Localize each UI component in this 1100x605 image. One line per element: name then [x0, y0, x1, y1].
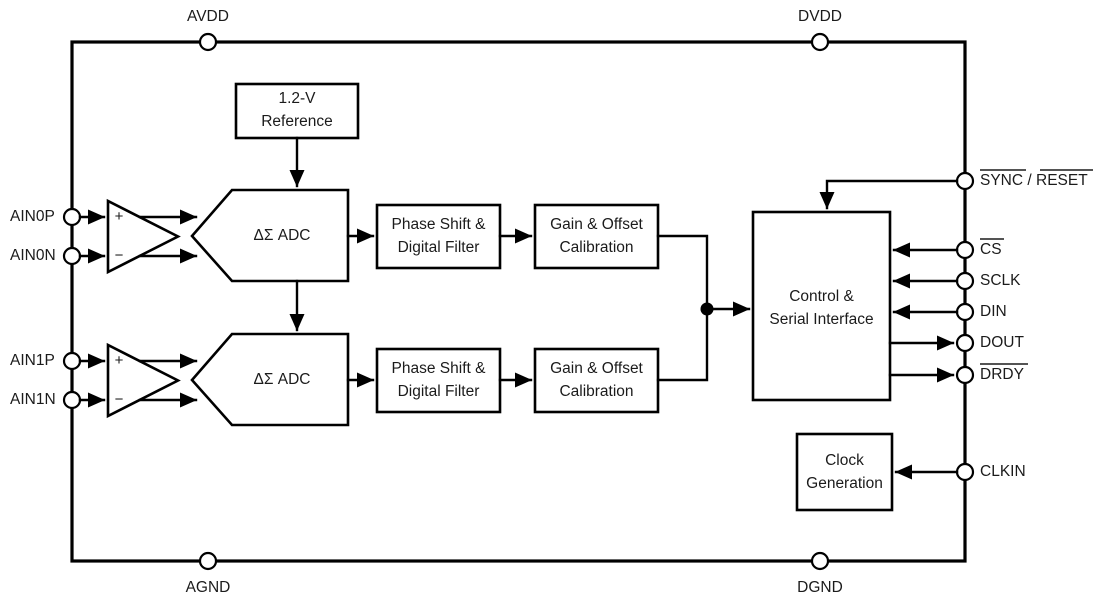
pin-label-cs: CS	[980, 238, 1004, 258]
cal1-label-line2: Calibration	[559, 383, 633, 400]
pin-ain0p[interactable]	[62, 207, 82, 227]
pin-label-drdy: DRDY	[980, 363, 1028, 383]
pin-cs[interactable]	[955, 240, 975, 260]
reset-label-text: RESET	[1036, 172, 1088, 189]
pin-drdy[interactable]	[955, 365, 975, 385]
wire-cal0-to-bus	[656, 234, 709, 311]
input-amplifier-0	[106, 198, 181, 275]
amp1-plus-sign: +	[115, 352, 124, 369]
calibration-block-0	[533, 203, 660, 270]
reference-label-line2: Reference	[261, 113, 333, 130]
sync-reset-separator: /	[1023, 172, 1036, 189]
clock-label-line1: Clock	[825, 452, 864, 469]
cal0-label-line1: Gain & Offset	[550, 216, 643, 233]
pin-label-sclk: SCLK	[980, 272, 1021, 289]
calibration-block-1	[533, 347, 660, 414]
adc1-label: ΔΣ ADC	[254, 371, 311, 388]
pin-dvdd[interactable]	[810, 32, 830, 52]
pin-label-din: DIN	[980, 303, 1007, 320]
pin-label-ain1p: AIN1P	[10, 352, 55, 369]
pin-label-avdd: AVDD	[187, 8, 229, 25]
pin-label-dout: DOUT	[980, 334, 1024, 351]
filter0-label-line1: Phase Shift &	[392, 216, 487, 233]
pin-label-ain0p: AIN0P	[10, 208, 55, 225]
reference-label-line1: 1.2-V	[278, 90, 316, 107]
amp1-minus-sign: −	[115, 391, 124, 408]
pin-sync-reset[interactable]	[955, 171, 975, 191]
filter-block-1	[375, 347, 502, 414]
filter-block-0	[375, 203, 502, 270]
pin-ain1p[interactable]	[62, 351, 82, 371]
pin-dgnd[interactable]	[810, 551, 830, 571]
delta-sigma-adc-0	[190, 188, 350, 283]
wire-sync-reset-to-control	[819, 179, 959, 210]
pin-label-agnd: AGND	[186, 579, 231, 596]
pin-label-clkin: CLKIN	[980, 463, 1026, 480]
clock-label-line2: Generation	[806, 475, 883, 492]
svg-text:SYNC / RESET: SYNC / RESET	[980, 172, 1088, 189]
pin-avdd[interactable]	[198, 32, 218, 52]
device-boundary	[70, 40, 967, 563]
control-label-line1: Control &	[789, 288, 854, 305]
clock-generation-block	[795, 432, 894, 512]
control-label-line2: Serial Interface	[769, 311, 873, 328]
control-serial-interface-block	[751, 210, 892, 402]
sync-label-text: SYNC	[980, 172, 1023, 189]
pin-dout[interactable]	[955, 333, 975, 353]
filter1-label-line1: Phase Shift &	[392, 360, 487, 377]
delta-sigma-adc-1	[190, 332, 350, 427]
wire-cal1-to-bus	[656, 307, 709, 382]
pin-label-dvdd: DVDD	[798, 8, 842, 25]
pin-din[interactable]	[955, 302, 975, 322]
cs-label-text: CS	[980, 241, 1002, 258]
pin-ain0n[interactable]	[62, 246, 82, 266]
amp0-minus-sign: −	[115, 247, 124, 264]
cal1-label-line1: Gain & Offset	[550, 360, 643, 377]
pin-sclk[interactable]	[955, 271, 975, 291]
amp0-plus-sign: +	[115, 208, 124, 225]
pin-label-ain1n: AIN1N	[10, 391, 56, 408]
pin-ain1n[interactable]	[62, 390, 82, 410]
cal0-label-line2: Calibration	[559, 239, 633, 256]
input-amplifier-1	[106, 342, 181, 419]
pin-label-ain0n: AIN0N	[10, 247, 56, 264]
pin-agnd[interactable]	[198, 551, 218, 571]
filter0-label-line2: Digital Filter	[398, 239, 480, 256]
pin-clkin[interactable]	[955, 462, 975, 482]
pin-label-sync-reset: SYNC / RESET	[980, 169, 1093, 189]
adc0-label: ΔΣ ADC	[254, 227, 311, 244]
filter1-label-line2: Digital Filter	[398, 383, 480, 400]
drdy-label-text: DRDY	[980, 366, 1024, 383]
pin-label-dgnd: DGND	[797, 579, 843, 596]
